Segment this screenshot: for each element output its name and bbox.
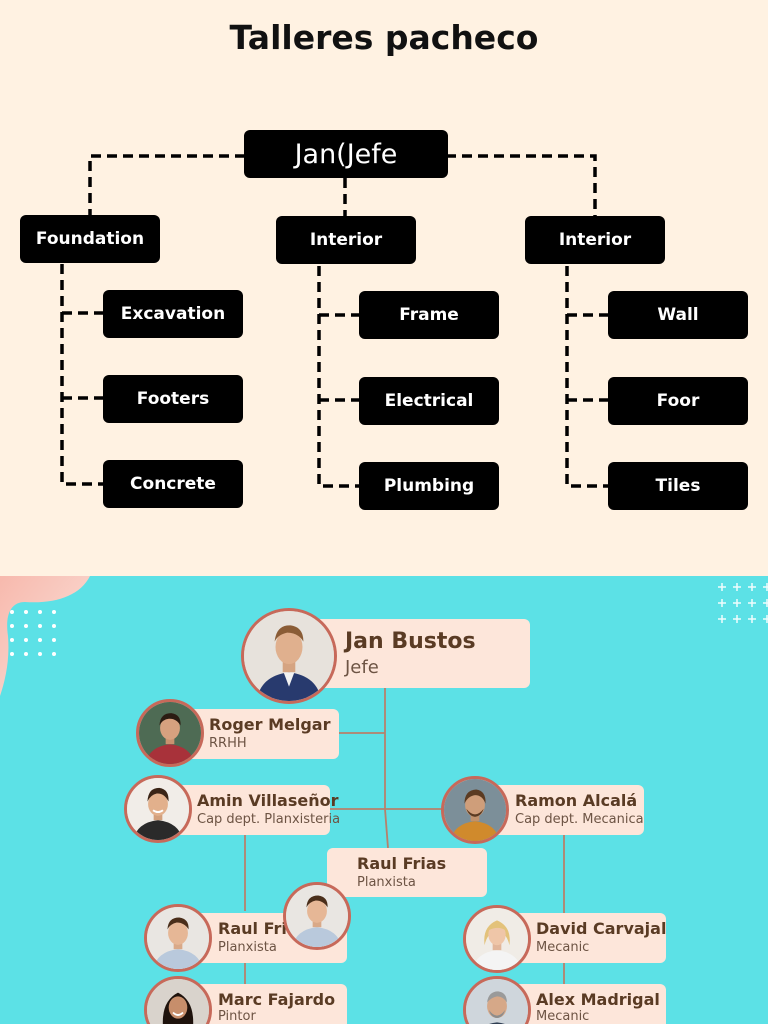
- leaf-node-wall[interactable]: Wall: [608, 291, 748, 339]
- leaf-node-excavation[interactable]: Excavation: [103, 290, 243, 338]
- member-role: Pintor: [218, 1009, 256, 1024]
- member-avatar: [463, 905, 531, 973]
- leaf-node-concrete[interactable]: Concrete: [103, 460, 243, 508]
- branch-node-interior[interactable]: Interior: [276, 216, 416, 264]
- member-name: Raul Frias: [357, 854, 447, 873]
- root-node[interactable]: Jan(Jefe: [244, 130, 448, 178]
- leaf-node-frame[interactable]: Frame: [359, 291, 499, 339]
- member-name: Alex Madrigal: [536, 990, 660, 1009]
- member-avatar: [441, 776, 509, 844]
- member-avatar: [463, 976, 531, 1024]
- member-name: David Carvajal: [536, 919, 667, 938]
- leaf-node-electrical[interactable]: Electrical: [359, 377, 499, 425]
- member-role: RRHH: [209, 736, 247, 751]
- member-role: Mecanic: [536, 940, 590, 955]
- team-section: Jan Bustos Jefe Roger Melgar RRHH Amin V…: [0, 576, 768, 1024]
- member-name: Marc Fajardo: [218, 990, 336, 1009]
- member-role: Mecanic: [536, 1009, 590, 1024]
- member-avatar: [283, 882, 351, 950]
- boss-name: Jan Bustos: [345, 629, 476, 654]
- branch-node-interior-2[interactable]: Interior: [525, 216, 665, 264]
- member-avatar: [144, 976, 212, 1024]
- tree-section: Talleres pacheco Jan(Jefe Foundation Int…: [0, 0, 768, 576]
- page-title: Talleres pacheco: [229, 18, 539, 57]
- boss-role: Jefe: [345, 657, 379, 678]
- tree-connectors: [60, 154, 609, 488]
- member-name: Ramon Alcalá: [515, 791, 638, 810]
- leaf-node-footers[interactable]: Footers: [103, 375, 243, 423]
- member-avatar: [124, 775, 192, 843]
- member-card-raul-frias[interactable]: Raul Frias Planxista: [327, 848, 487, 897]
- boss-avatar: [241, 608, 337, 704]
- leaf-node-plumbing[interactable]: Plumbing: [359, 462, 499, 510]
- decor-shapes: [0, 576, 768, 696]
- member-role: Planxista: [218, 940, 277, 955]
- leaf-node-tiles[interactable]: Tiles: [608, 462, 748, 510]
- member-role: Cap dept. Mecanica: [515, 812, 644, 827]
- branch-node-foundation[interactable]: Foundation: [20, 215, 160, 263]
- team-connectors: [244, 688, 565, 986]
- member-role: Planxista: [357, 875, 416, 890]
- member-avatar: [136, 699, 204, 767]
- leaf-node-foor[interactable]: Foor: [608, 377, 748, 425]
- member-name: Amin Villaseñor: [197, 791, 339, 810]
- member-avatar: [144, 904, 212, 972]
- member-name: Roger Melgar: [209, 715, 331, 734]
- member-role: Cap dept. Planxisteria: [197, 812, 341, 827]
